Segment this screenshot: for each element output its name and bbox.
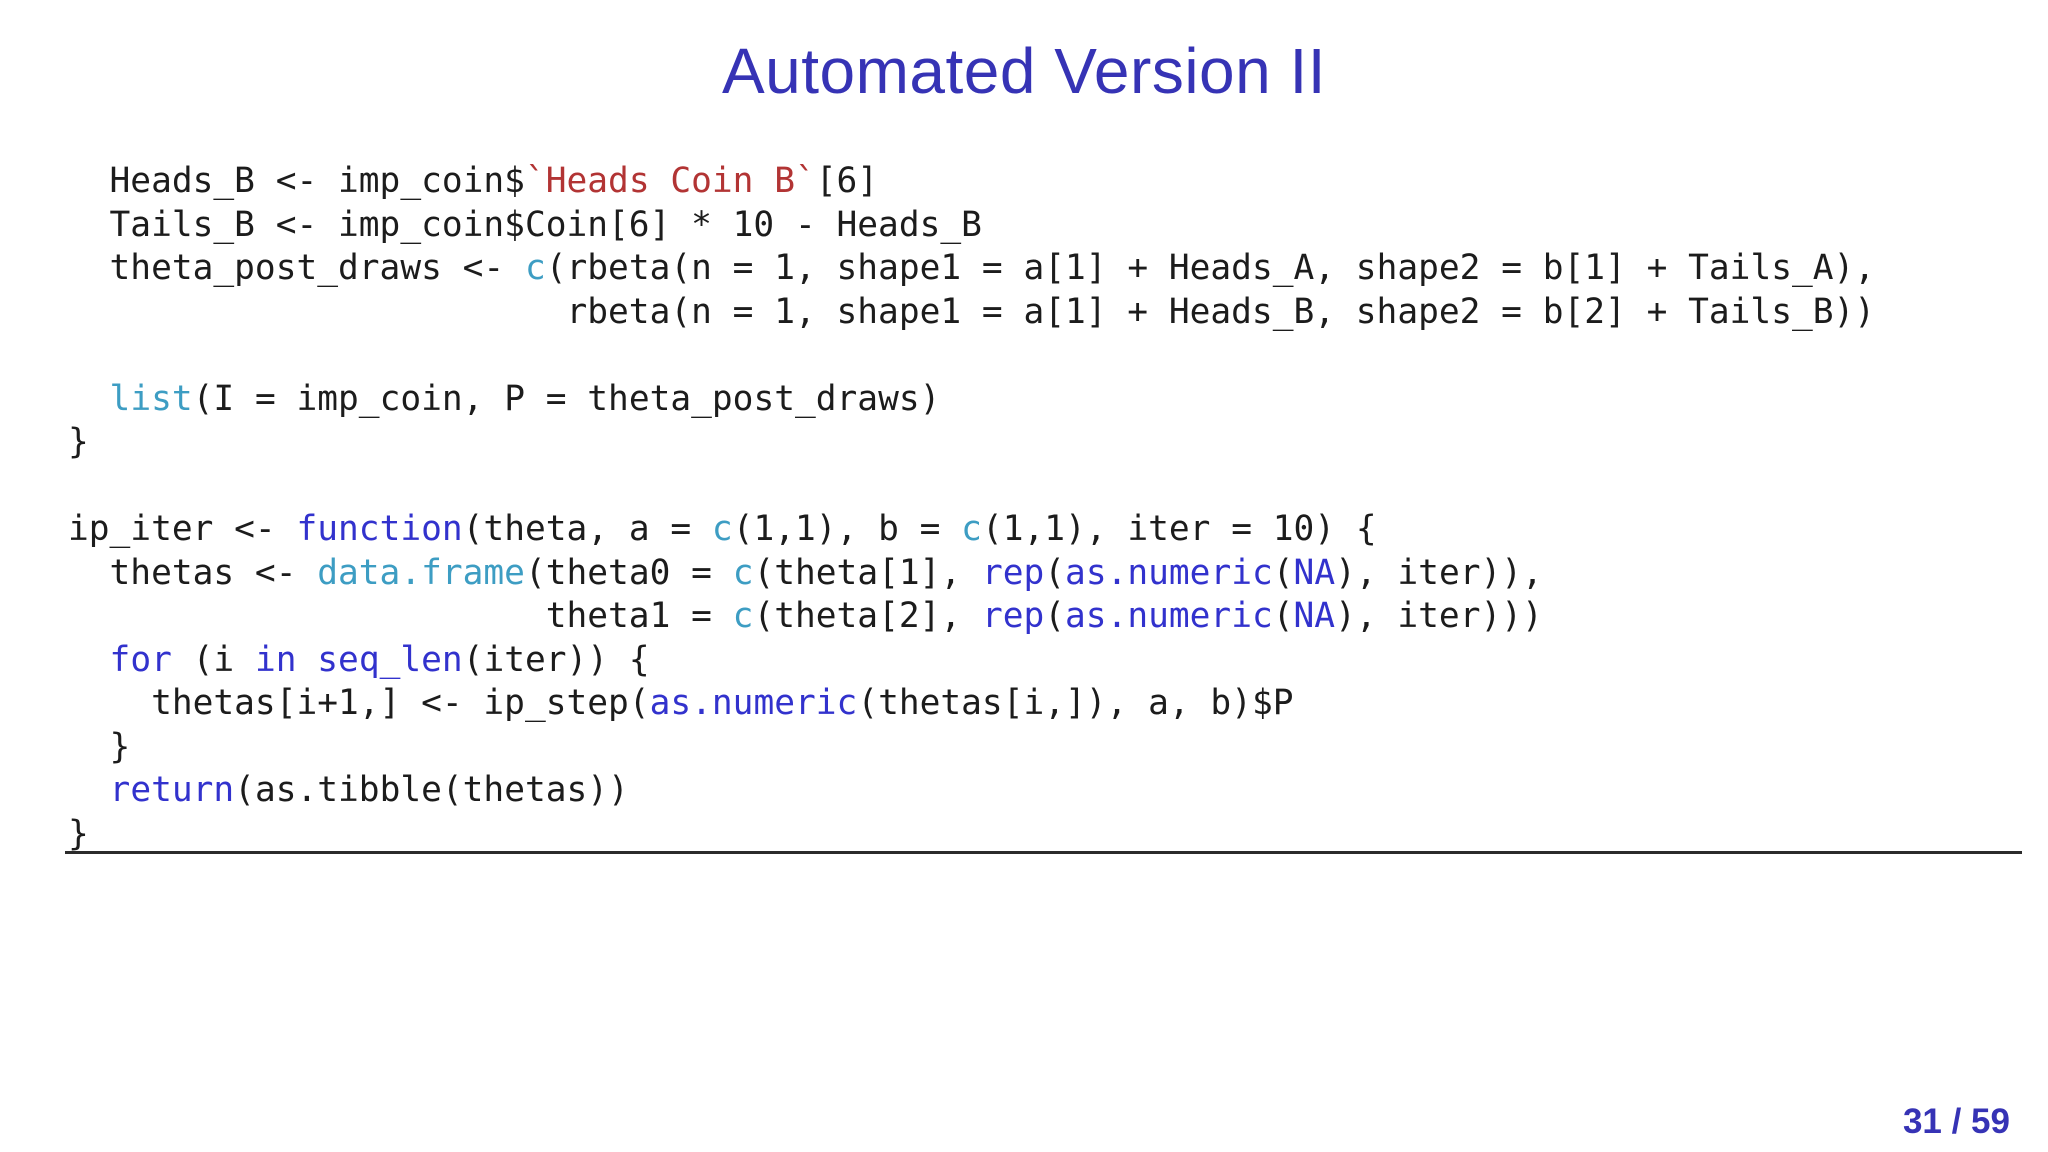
code-token-plain: ), iter)),: [1335, 552, 1543, 593]
code-line: thetas[i+1,] <- ip_step(as.numeric(theta…: [68, 682, 1875, 726]
code-line: thetas <- data.frame(theta0 = c(theta[1]…: [68, 552, 1875, 596]
code-token-plain: [6]: [815, 161, 879, 201]
code-line: rbeta(n = 1, shape1 = a[1] + Heads_B, sh…: [68, 291, 1875, 335]
code-token-fn: data.frame: [317, 552, 525, 593]
code-line: Heads_B <- imp_coin$`Heads Coin B`[6]: [68, 160, 1875, 204]
code-token-plain: (1,1), b =: [732, 509, 962, 549]
code-token-plain: (: [1044, 552, 1066, 593]
code-token-plain: ip_iter <-: [68, 509, 297, 549]
code-token-plain: Tails_B <- imp_coin$Coin[6] * 10 - Heads…: [68, 204, 982, 245]
code-token-kw: rep: [981, 552, 1045, 593]
code-token-plain: (I = imp_coin, P = theta_post_draws): [192, 378, 941, 419]
code-token-plain: theta1 =: [68, 596, 733, 636]
code-token-kw: rep: [981, 596, 1045, 636]
code-token-kw: as.numeric: [1065, 596, 1273, 636]
code-block: Heads_B <- imp_coin$`Heads Coin B`[6] Ta…: [68, 160, 1875, 856]
footer-divider: [65, 851, 2022, 854]
code-token-kw: function: [296, 509, 463, 549]
code-line: return(as.tibble(thetas)): [68, 769, 1875, 813]
code-line: [68, 334, 1875, 378]
code-token-kw: return: [109, 770, 235, 810]
code-token-plain: theta_post_draws <-: [68, 248, 525, 288]
code-token-fn: c: [732, 552, 754, 593]
code-token-plain: (theta0 =: [524, 552, 733, 593]
code-token-plain: Heads_B <- imp_coin$: [68, 161, 525, 201]
code-line: list(I = imp_coin, P = theta_post_draws): [68, 378, 1875, 422]
code-line: for (i in seq_len(iter)) {: [68, 639, 1875, 683]
page-number: 31 / 59: [1902, 1102, 2010, 1141]
code-token-fn: c: [711, 509, 733, 549]
code-token-plain: [68, 379, 110, 419]
code-token-plain: (iter)) {: [462, 639, 650, 680]
code-token-plain: (: [1272, 596, 1294, 636]
code-token-plain: thetas <-: [68, 552, 318, 593]
code-token-plain: rbeta(n = 1, shape1 = a[1] + Heads_B, sh…: [68, 291, 1876, 332]
code-line: theta1 = c(theta[2], rep(as.numeric(NA),…: [68, 595, 1875, 639]
code-line: }: [68, 726, 1875, 770]
code-token-plain: (thetas[i,]), a, b)$P: [857, 683, 1294, 723]
code-token-fn: c: [524, 248, 546, 288]
code-token-fn: list: [109, 378, 193, 419]
code-line: theta_post_draws <- c(rbeta(n = 1, shape…: [68, 247, 1876, 291]
code-line: ip_iter <- function(theta, a = c(1,1), b…: [68, 508, 1875, 552]
code-token-plain: (: [1044, 596, 1066, 636]
code-token-plain: [68, 640, 110, 680]
code-token-fn: c: [732, 596, 754, 636]
code-token-str: `Heads Coin B`: [524, 161, 816, 201]
code-token-plain: }: [68, 422, 89, 462]
code-token-plain: (as.tibble(thetas)): [234, 770, 629, 810]
code-token-plain: [297, 640, 318, 680]
code-token-kw: in: [254, 639, 297, 680]
code-token-plain: (1,1), iter = 10) {: [981, 509, 1377, 549]
code-token-kw: for: [109, 639, 172, 680]
code-token-plain: (theta, a =: [462, 509, 712, 549]
code-token-plain: }: [68, 813, 89, 854]
code-token-kw: NA: [1293, 552, 1336, 593]
code-token-plain: (i: [171, 639, 255, 680]
code-line: Tails_B <- imp_coin$Coin[6] * 10 - Heads…: [68, 204, 1875, 248]
code-token-plain: [68, 770, 110, 810]
code-line: }: [68, 421, 1875, 465]
code-token-plain: ), iter))): [1335, 596, 1543, 636]
code-token-kw: as.numeric: [1065, 552, 1273, 593]
code-token-kw: as.numeric: [649, 683, 858, 723]
code-line: }: [68, 813, 1875, 857]
code-line: [68, 465, 1875, 509]
code-token-plain: (: [1272, 552, 1294, 593]
code-token-plain: (rbeta(n = 1, shape1 = a[1] + Heads_A, s…: [545, 248, 1876, 288]
code-token-kw: seq_len: [317, 639, 463, 680]
code-token-plain: (theta[1],: [753, 552, 982, 593]
slide-title: Automated Version II: [721, 35, 1327, 107]
code-token-fn: c: [961, 509, 982, 549]
code-token-plain: (theta[2],: [753, 596, 982, 636]
code-token-plain: thetas[i+1,] <- ip_step(: [68, 683, 650, 723]
code-token-kw: NA: [1293, 596, 1336, 636]
code-token-plain: }: [68, 726, 131, 767]
